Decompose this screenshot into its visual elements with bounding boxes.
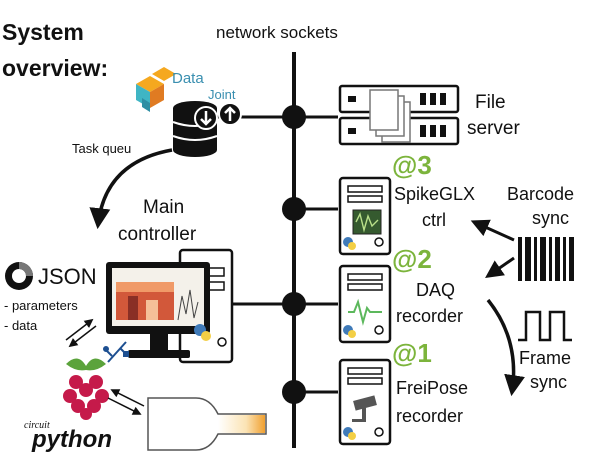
barcode-line1: Barcode [507,184,574,204]
json-item1: - parameters [4,298,78,313]
datajoint-logo: Data Joint [136,67,236,112]
barcode-line2: sync [532,208,569,228]
raspberry-pi-icon [63,358,109,420]
probe-outline [147,397,267,451]
usb-icon [103,341,129,363]
freipose-computer-icon [338,358,392,446]
socket-node-freipose [282,380,306,404]
daq-line2: recorder [396,306,463,326]
files-icon [369,89,411,143]
json-icon [5,262,33,290]
spikeglx-line1: SpikeGLX [394,184,475,204]
probe-tip [218,415,265,433]
daq-computer-icon [338,264,392,344]
square-wave-icon [518,310,572,342]
spikeglx-tag: @3 [392,150,432,180]
spikeglx-computer-icon [338,176,392,256]
database-icon [172,101,242,157]
camera-icon [352,395,377,422]
socket-node-daq [282,292,306,316]
signal-icon [348,298,382,326]
network-label: network sockets [216,23,338,42]
title-line2: overview: [2,55,108,81]
task-queue-arrow [89,148,173,230]
json-to-controller-arrow [65,318,94,341]
barcode-to-spikeglx-arrow [470,219,515,242]
freipose-tag: @1 [392,338,432,368]
main-controller-computer [106,248,234,364]
socket-node-file-server [282,105,306,129]
frame-line1: Frame [519,348,571,368]
controller-to-json-arrow [68,325,97,348]
json-label: JSON [38,264,97,289]
title-line1: System [2,19,84,45]
datajoint-word2: Joint [208,87,236,102]
barcode-to-daq-arrow [485,256,515,279]
freipose-line2: recorder [396,406,463,426]
file-server-line1: File [475,92,506,113]
main-controller-line1: Main [143,197,184,218]
spikeglx-line2: ctrl [422,210,446,230]
python-label: python [31,426,112,453]
frame-sync-arrow [486,298,525,397]
freipose-line1: FreiPose [396,378,468,398]
frame-line2: sync [530,372,567,392]
pi-to-sensor-arrow [107,397,142,415]
task-queue-label: Task queu [72,141,131,156]
barcode-icon [518,237,574,281]
file-server-line2: server [467,118,520,139]
sensor-to-pi-arrow [110,389,145,407]
daq-tag: @2 [392,244,432,274]
json-item2: - data [4,318,38,333]
socket-node-spikeglx [282,197,306,221]
daq-line1: DAQ [416,280,455,300]
main-controller-line2: controller [118,224,197,245]
datajoint-word1: Data [172,70,204,87]
circuit-label: circuit [24,420,50,431]
file-server-icon [338,84,460,146]
